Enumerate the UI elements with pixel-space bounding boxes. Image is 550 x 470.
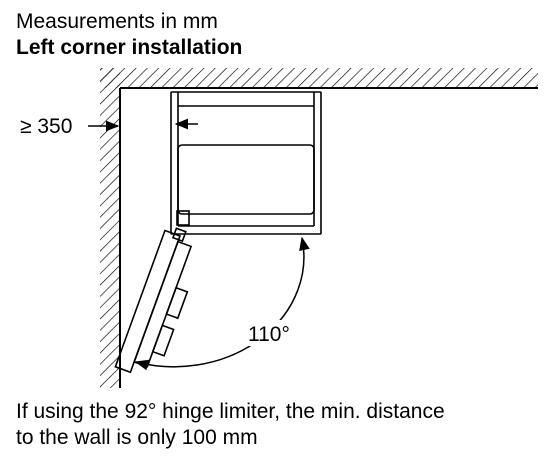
open-door (114, 227, 193, 374)
diagram-title: Left corner installation (16, 36, 243, 59)
appliance-housing (170, 91, 322, 235)
hinge-limiter-note-line-2: to the wall is only 100 mm (16, 426, 258, 449)
wall-hatching (100, 68, 538, 388)
units-note: Measurements in mm (16, 10, 218, 33)
clearance-label: ≥ 350 (20, 115, 72, 138)
wall-lines (119, 87, 538, 388)
door-angle-label: 110° (248, 323, 290, 346)
door-angle-arc (134, 236, 310, 371)
hinge-limiter-note-line-1: If using the 92° hinge limiter, the min.… (16, 400, 445, 423)
